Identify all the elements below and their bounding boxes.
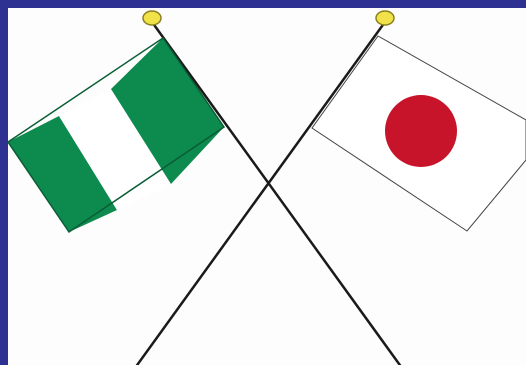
nigeria-flag-green-left: [8, 116, 117, 232]
japan-flag-icon: [311, 35, 526, 232]
image-canvas: [8, 8, 526, 365]
japan-pole-finial: [375, 10, 395, 26]
nigeria-flag-green-right: [111, 38, 224, 184]
nigeria-flagpole: [150, 21, 402, 365]
crossed-flags-illustration: [8, 10, 526, 365]
nigeria-flag-white-center: [59, 89, 171, 210]
nigeria-pole-finial: [142, 10, 162, 26]
nigeria-flag-icon: [8, 36, 226, 234]
japan-flagpole: [135, 21, 387, 365]
japan-flag-red-disc: [385, 95, 457, 167]
nigeria-flag-outline: [8, 36, 226, 234]
